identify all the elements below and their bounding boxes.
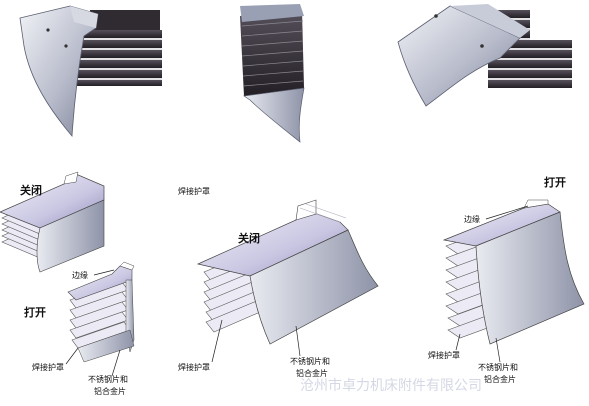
label-steel-small-1: 不锈钢片和 — [88, 374, 128, 384]
photo-cover-left — [19, 5, 162, 138]
photo-cover-middle — [240, 4, 305, 143]
diagram-closed-large — [196, 199, 379, 345]
label-edge-small: 边缘 — [72, 270, 88, 280]
label-open-large: 打开 — [544, 175, 566, 189]
label-edge-large: 边缘 — [464, 214, 480, 224]
label-open-small: 打开 — [24, 305, 46, 319]
label-steel-middle-1: 不锈钢片和 — [290, 356, 330, 366]
label-weld-large: 焊接护罩 — [428, 350, 460, 360]
label-steel-large-2: 铝合金片 — [484, 374, 516, 384]
diagram-open-small — [67, 261, 135, 363]
label-steel-large-1: 不锈钢片和 — [478, 362, 518, 372]
label-closed-large: 关闭 — [238, 231, 260, 245]
diagram-closed-small — [0, 171, 105, 273]
photo-cover-right — [397, 4, 572, 107]
diagram-open-large — [442, 199, 585, 345]
label-steel-small-2: 铝合金片 — [94, 386, 126, 396]
label-weld-title-middle: 焊接护罩 — [178, 186, 210, 196]
label-weld-small: 焊接护罩 — [32, 362, 64, 372]
label-steel-middle-2: 铝合金片 — [296, 368, 328, 378]
watermark: 沧州市卓力机床附件有限公司 — [300, 377, 482, 394]
label-closed-small: 关闭 — [20, 183, 42, 197]
label-weld-middle: 焊接护罩 — [178, 362, 210, 372]
